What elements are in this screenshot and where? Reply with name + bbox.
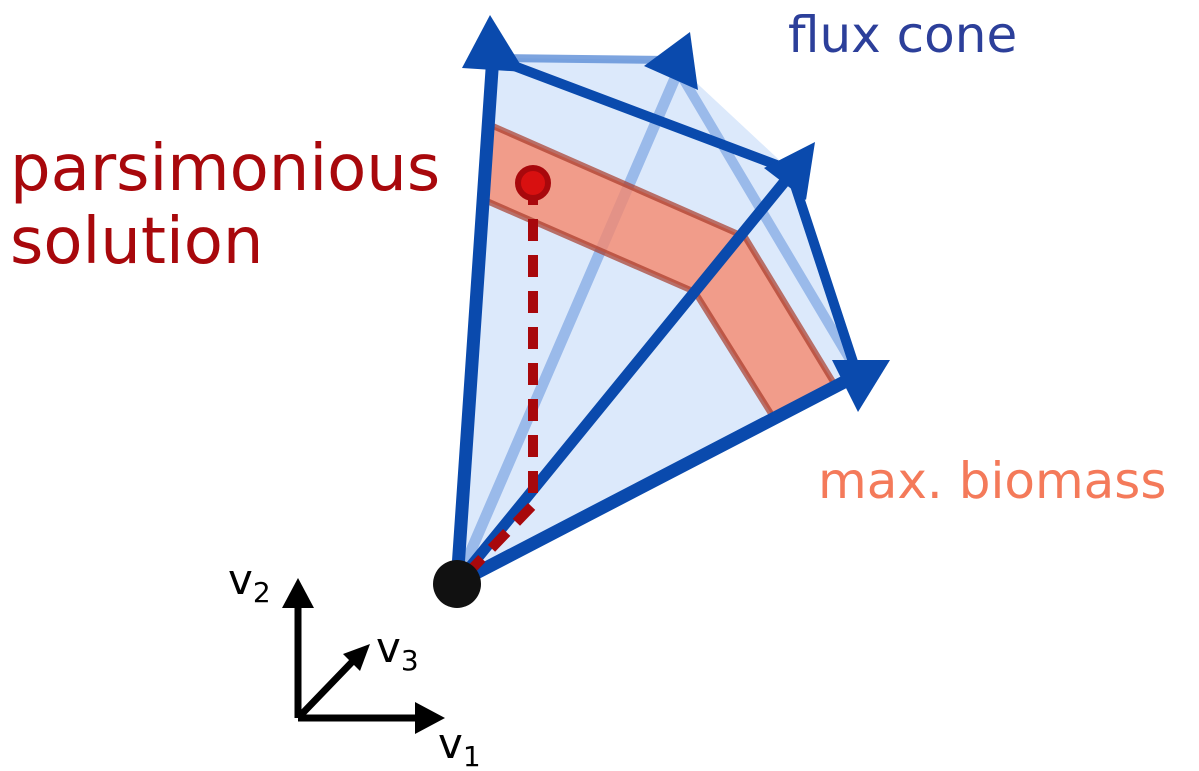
axis-v3-letter: v — [376, 623, 401, 672]
origin-dot-icon — [433, 560, 481, 608]
cone-ray-middle — [451, 169, 796, 589]
arrowhead-icon — [343, 644, 370, 671]
axis-v2-subscript: 2 — [253, 576, 271, 609]
axis-v1-subscript: 1 — [463, 740, 481, 771]
arrowhead-icon — [764, 142, 815, 200]
axis-v3-subscript: 3 — [401, 644, 419, 677]
axis-v3-label: v3 — [376, 623, 419, 677]
cone-right-edge — [785, 165, 860, 373]
parsimonious-label-line1: parsimonious — [10, 132, 440, 206]
axis-v1-letter: v — [438, 719, 463, 768]
cone-ray-right — [450, 373, 855, 590]
cone-ray-left — [450, 63, 499, 590]
arrowhead-icon — [644, 32, 698, 90]
parsimonious-label-line2: solution — [10, 205, 263, 279]
cone-back-edge — [451, 56, 688, 589]
arrowhead-icon — [462, 15, 525, 72]
arrowhead-icon — [415, 702, 445, 734]
axis-v3-arrow — [295, 659, 355, 721]
arrowhead-icon — [832, 360, 890, 412]
axis-v2-label: v2 — [228, 555, 271, 609]
axis-v1-label: v1 — [438, 719, 481, 771]
cone-back-edge — [492, 54, 673, 64]
axis-v2-letter: v — [228, 555, 253, 604]
flux-cone-label: flux cone — [788, 6, 1017, 64]
cone-top-edge — [488, 53, 795, 175]
parsimonious-point — [515, 165, 551, 201]
arrowhead-icon — [282, 578, 314, 608]
max-biomass-label: max. biomass — [818, 452, 1166, 510]
